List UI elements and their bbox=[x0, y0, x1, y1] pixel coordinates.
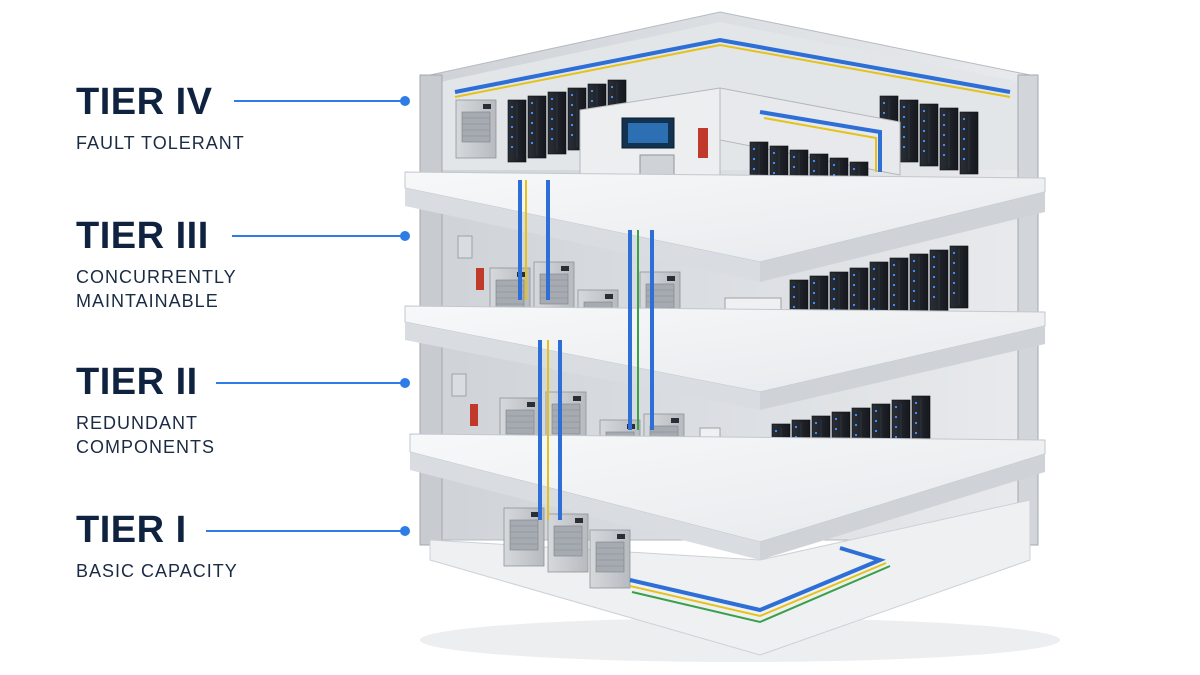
cable-green bbox=[631, 565, 891, 624]
tier-iv-slab-edge-right bbox=[760, 192, 1045, 282]
tier-ii-slab-edge-right bbox=[760, 454, 1045, 560]
connector-dot-icon bbox=[400, 96, 410, 106]
monitor-screen bbox=[628, 123, 668, 143]
tier-iv-slab-edge bbox=[405, 188, 760, 282]
cable-tray-icon bbox=[629, 546, 886, 613]
electrical-panel bbox=[451, 373, 467, 397]
electrical-panel bbox=[457, 235, 473, 259]
tier-iii-subtitle-line-2: MAINTAINABLE bbox=[76, 291, 219, 311]
tier-i-subtitle: BASIC CAPACITY bbox=[76, 561, 238, 581]
tier-iv-label: TIER IV FAULT TOLERANT bbox=[76, 82, 245, 154]
tier-iii-label: TIER III CONCURRENTLY MAINTAINABLE bbox=[76, 216, 237, 312]
cable-riser bbox=[518, 180, 654, 520]
tier-i-name: TIER I bbox=[76, 509, 187, 551]
fire-extinguisher-icon bbox=[698, 128, 708, 158]
connector-dot-icon bbox=[400, 231, 410, 241]
connector-dot-icon bbox=[400, 526, 410, 536]
cable-tray-icon bbox=[454, 37, 1011, 172]
cooling-unit-icon bbox=[455, 99, 497, 159]
tier-ii-connector bbox=[216, 378, 410, 388]
tier-ii-name: TIER II bbox=[76, 361, 198, 403]
cable-yellow bbox=[629, 562, 887, 618]
fire-extinguisher-icon bbox=[470, 404, 478, 426]
tier-ii-label: TIER II REDUNDANT COMPONENTS bbox=[76, 362, 215, 458]
tier-ii-subtitle-line-1: REDUNDANT bbox=[76, 413, 199, 433]
connector-dot-icon bbox=[400, 378, 410, 388]
tier-iv-subtitle: FAULT TOLERANT bbox=[76, 133, 245, 153]
tier-ii-subtitle-line-2: COMPONENTS bbox=[76, 437, 216, 457]
tier-i-connector bbox=[206, 526, 410, 536]
ground-floor-slab bbox=[429, 499, 1031, 656]
tier-ii-slab-edge bbox=[410, 452, 760, 560]
tier-iii-name: TIER III bbox=[76, 215, 209, 257]
tier-iii-connector bbox=[232, 231, 410, 241]
partition-wall bbox=[719, 87, 901, 176]
tier-iv-connector bbox=[234, 96, 410, 106]
tier-iii-subtitle-line-1: CONCURRENTLY bbox=[76, 267, 237, 287]
tier-iii-slab-edge bbox=[405, 322, 760, 410]
tier-iv-name: TIER IV bbox=[76, 81, 213, 123]
tier-i-floor bbox=[429, 499, 1031, 656]
tier-labels: TIER IV FAULT TOLERANT TIER III CONCURRE… bbox=[0, 0, 420, 675]
tier-iii-slab-edge-right bbox=[760, 326, 1045, 410]
tier-i-label: TIER I BASIC CAPACITY bbox=[76, 510, 238, 582]
fire-extinguisher-icon bbox=[476, 268, 484, 290]
